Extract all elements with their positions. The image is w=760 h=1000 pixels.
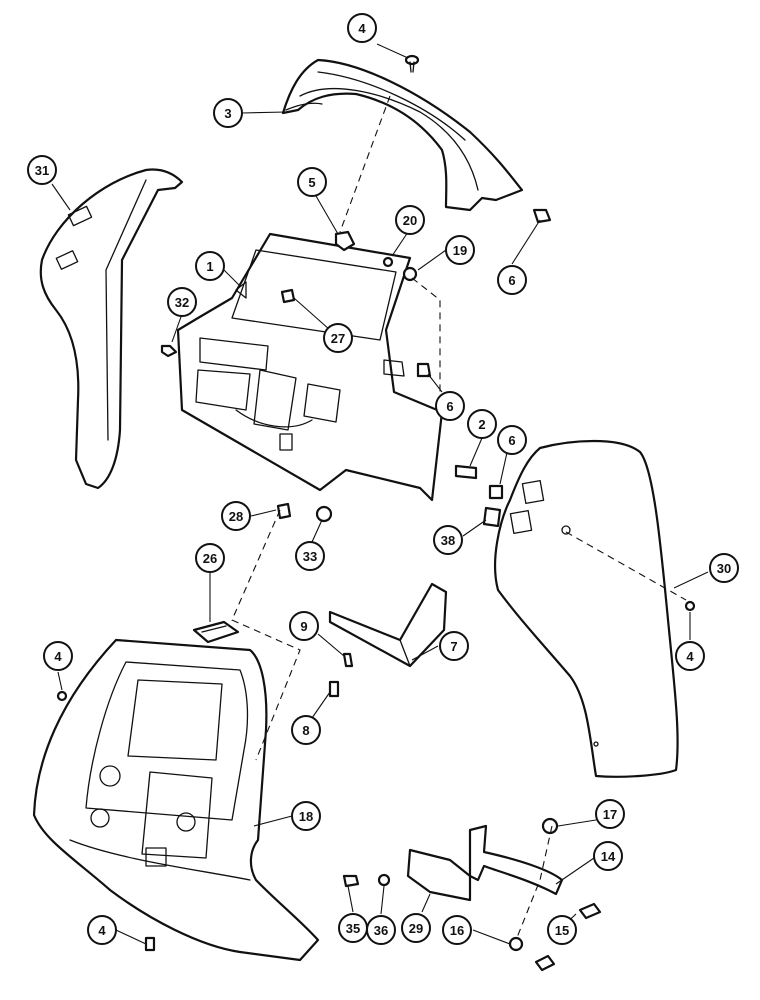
- part-30-right-side-panel: [494, 439, 679, 778]
- callout-label: 2: [478, 417, 485, 432]
- clip-6-top: [532, 208, 552, 224]
- grommet-19: [402, 266, 418, 282]
- callout-1: 1: [195, 251, 225, 281]
- callout-3: 3: [213, 98, 243, 128]
- screw-8: [328, 680, 340, 698]
- callout-36: 36: [366, 915, 396, 945]
- callout-label: 31: [35, 163, 49, 178]
- callout-6-lower: 6: [497, 425, 527, 455]
- callout-15: 15: [547, 915, 577, 945]
- part-26-connector: [192, 620, 240, 644]
- callout-label: 33: [303, 549, 317, 564]
- screw-4-bottom: [144, 936, 156, 952]
- screw-20: [382, 256, 394, 268]
- part-29-plate: [406, 848, 472, 902]
- assembly-lines: [231, 95, 687, 941]
- callout-label: 6: [446, 399, 453, 414]
- callout-5: 5: [297, 167, 327, 197]
- callout-label: 1: [206, 259, 213, 274]
- part-18-lower-housing: [32, 638, 320, 962]
- callout-label: 28: [229, 509, 243, 524]
- callout-label: 9: [300, 619, 307, 634]
- pin-9: [342, 652, 354, 668]
- screw-32: [160, 344, 178, 358]
- callout-label: 5: [308, 175, 315, 190]
- callout-label: 16: [450, 923, 464, 938]
- clip-27: [280, 288, 296, 304]
- callout-label: 26: [203, 551, 217, 566]
- callout-9: 9: [289, 611, 319, 641]
- callout-19: 19: [445, 235, 475, 265]
- callout-label: 19: [453, 243, 467, 258]
- part-31-left-side-panel: [39, 168, 184, 490]
- part-1-dash-frame: [176, 232, 444, 502]
- callout-label: 38: [441, 533, 455, 548]
- callout-6-right-top: 6: [497, 265, 527, 295]
- part-3-top-cowl: [281, 58, 524, 212]
- callout-label: 6: [508, 433, 515, 448]
- callout-32: 32: [167, 287, 197, 317]
- callout-14: 14: [593, 841, 623, 871]
- part-14-lower-bracket: [468, 824, 564, 896]
- callout-label: 4: [358, 21, 366, 36]
- clip-5: [334, 230, 356, 252]
- callout-29: 29: [401, 913, 431, 943]
- screw-35: [342, 874, 360, 888]
- screw-15-lower: [534, 954, 556, 972]
- callout-31: 31: [27, 155, 57, 185]
- callout-6-mid: 6: [435, 391, 465, 421]
- callout-30: 30: [709, 553, 739, 583]
- screw-4-left: [56, 690, 68, 702]
- callout-label: 18: [299, 809, 313, 824]
- screw-15-upper: [578, 902, 602, 920]
- nut-17: [541, 817, 559, 835]
- callout-33: 33: [295, 541, 325, 571]
- callout-label: 14: [601, 849, 616, 864]
- callout-2: 2: [467, 409, 497, 439]
- callout-label: 35: [346, 921, 360, 936]
- screw-4-top: [404, 54, 420, 73]
- callout-label: 3: [224, 106, 231, 121]
- callout-label: 4: [98, 923, 106, 938]
- callout-label: 29: [409, 921, 423, 936]
- callout-4-bottom: 4: [87, 915, 117, 945]
- callout-label: 7: [450, 639, 457, 654]
- callout-17: 17: [595, 799, 625, 829]
- callout-7: 7: [439, 631, 469, 661]
- callout-label: 6: [508, 273, 515, 288]
- callout-18: 18: [291, 801, 321, 831]
- nut-2: [454, 464, 478, 480]
- clip-6-lower: [488, 484, 504, 500]
- nut-16: [508, 936, 524, 952]
- callout-28: 28: [221, 501, 251, 531]
- part-7-bracket: [328, 582, 448, 668]
- callout-26: 26: [195, 543, 225, 573]
- callout-35: 35: [338, 913, 368, 943]
- callout-label: 36: [374, 923, 388, 938]
- callout-27: 27: [323, 323, 353, 353]
- screw-4-right: [684, 600, 696, 612]
- callout-4-top: 4: [347, 13, 377, 43]
- callout-label: 27: [331, 331, 345, 346]
- callout-label: 4: [686, 649, 694, 664]
- callout-8: 8: [291, 715, 321, 745]
- callout-4-right: 4: [675, 641, 705, 671]
- callout-label: 32: [175, 295, 189, 310]
- callout-label: 30: [717, 561, 731, 576]
- callout-16: 16: [442, 915, 472, 945]
- callout-label: 20: [403, 213, 417, 228]
- switch-38: [482, 506, 502, 528]
- callout-label: 15: [555, 923, 569, 938]
- callout-label: 8: [302, 723, 309, 738]
- callout-4-left: 4: [43, 641, 73, 671]
- callout-label: 17: [603, 807, 617, 822]
- callout-label: 4: [54, 649, 62, 664]
- lamp-33: [315, 505, 333, 523]
- washer-36: [377, 873, 391, 887]
- callout-20: 20: [395, 205, 425, 235]
- callout-38: 38: [433, 525, 463, 555]
- bulb-28: [276, 502, 292, 520]
